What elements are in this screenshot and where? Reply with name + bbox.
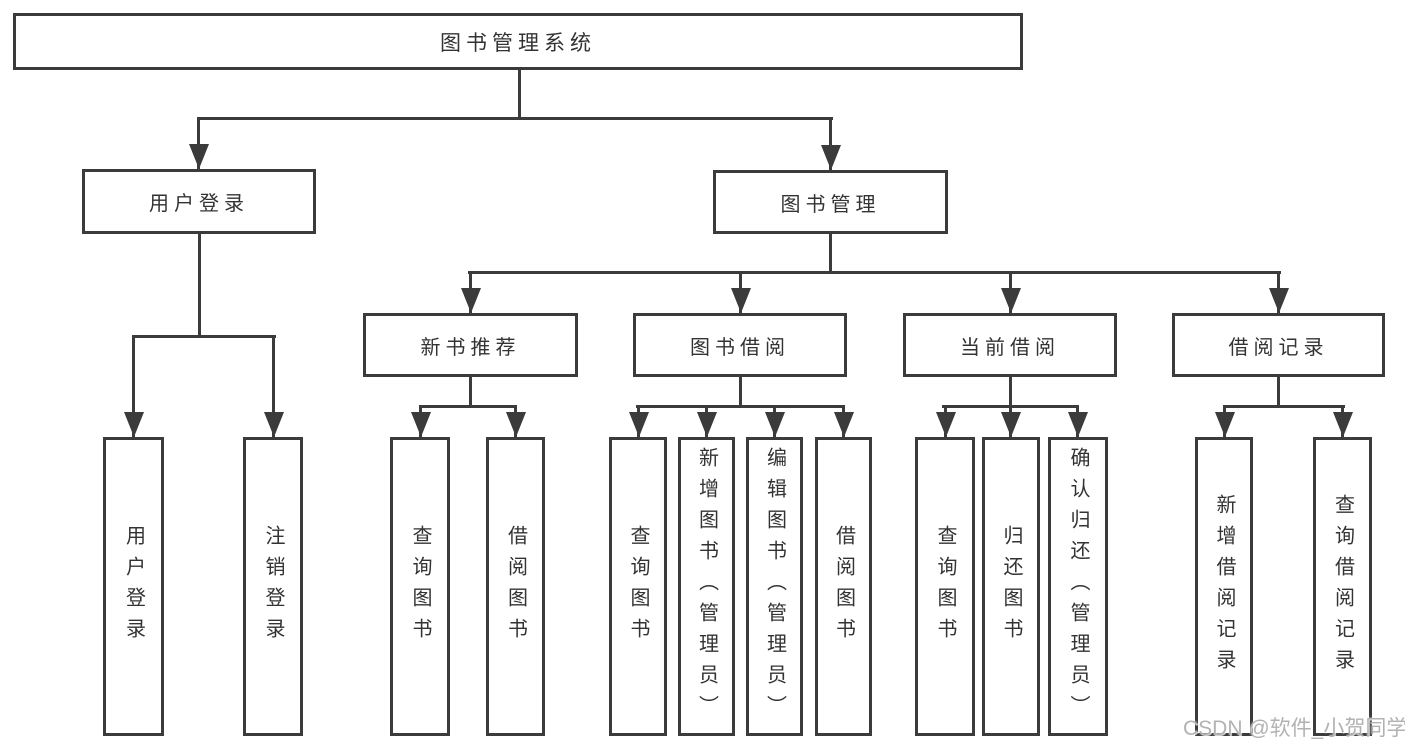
node-library-system: 图书管理系统 [13,13,1023,70]
node-current-borrow: 当前借阅 [903,313,1117,377]
leaf-borrow-query-book: 查询图书 [609,437,667,736]
node-book-management: 图书管理 [713,170,948,234]
arrow-to-book-borrow [739,271,742,313]
node-book-borrow: 图书借阅 [633,313,847,377]
leaf-record-query-record: 查询借阅记录 [1313,437,1372,736]
leaf-recommend-query-book: 查询图书 [390,437,450,736]
arrow-to-recommend-query-book [419,405,422,437]
leaf-current-return-book: 归还图书 [982,437,1040,736]
arrow-to-record-query-record [1341,405,1344,437]
connector-borrow-record-hline [1223,405,1345,408]
leaf-record-query-record-label: 查询借阅记录 [1331,493,1354,680]
leaf-user-login-label: 用户登录 [122,524,145,649]
connector-user-login-hline [132,335,276,338]
leaf-recommend-borrow-book: 借阅图书 [486,437,545,736]
node-new-book-recommend: 新书推荐 [363,313,578,377]
arrow-to-current-return-book [1009,405,1012,437]
leaf-borrow-borrow-book-label: 借阅图书 [832,524,855,649]
connector-level1-hline [197,117,833,120]
leaf-recommend-query-book-label: 查询图书 [409,524,431,649]
arrow-to-leaf-user-login [132,335,135,437]
leaf-current-return-book-label: 归还图书 [1000,524,1022,649]
node-borrow-record: 借阅记录 [1172,313,1385,377]
arrow-to-record-add-record [1223,405,1226,437]
leaf-current-query-book-label: 查询图书 [934,524,956,649]
leaf-borrow-borrow-book: 借阅图书 [815,437,872,736]
arrow-to-borrow-add-book [705,405,708,437]
arrow-to-current-confirm-return [1076,405,1079,437]
connector-book-borrow-vline [739,374,742,408]
arrow-to-user-login [197,117,200,169]
arrow-to-recommend-borrow-book [514,405,517,437]
connector-current-borrow-vline [1009,374,1012,408]
arrow-to-current-query-book [944,405,947,437]
leaf-record-add-record-label: 新增借阅记录 [1213,493,1235,680]
csdn-watermark: CSDN @软件_小贺同学 [1183,717,1405,740]
leaf-borrow-add-book: 新增图书（管理员） [678,437,735,736]
connector-book-borrow-hline [636,405,845,408]
connector-book-management-vline [829,231,832,274]
arrow-to-borrow-record [1277,271,1280,313]
leaf-borrow-edit-book: 编辑图书（管理员） [746,437,803,736]
arrow-to-borrow-edit-book [773,405,776,437]
connector-recommend-hline [419,405,517,408]
arrow-to-borrow-borrow-book [842,405,845,437]
leaf-borrow-query-book-label: 查询图书 [627,524,649,649]
connector-recommend-vline [469,374,472,408]
leaf-logout: 注销登录 [243,437,303,736]
arrow-to-book-management [829,117,832,170]
leaf-borrow-edit-book-label: 编辑图书（管理员） [763,447,786,726]
leaf-recommend-borrow-book-label: 借阅图书 [504,524,527,649]
leaf-current-confirm-return-label: 确认归还（管理员） [1067,447,1089,726]
arrow-to-borrow-query-book [637,405,640,437]
arrow-to-new-book-recommend [469,271,472,313]
leaf-borrow-add-book-label: 新增图书（管理员） [695,447,718,726]
leaf-record-add-record: 新增借阅记录 [1195,437,1253,736]
node-user-login: 用户登录 [82,169,316,234]
connector-level3-hline [468,271,1281,274]
leaf-current-query-book: 查询图书 [915,437,975,736]
arrow-to-current-borrow [1009,271,1012,313]
leaf-user-login: 用户登录 [103,437,164,736]
connector-root-vline [518,68,521,120]
leaf-logout-label: 注销登录 [262,524,284,649]
connector-user-login-vline [198,231,201,338]
arrow-to-leaf-logout [272,335,275,437]
leaf-current-confirm-return: 确认归还（管理员） [1048,437,1108,736]
connector-borrow-record-vline [1277,374,1280,408]
